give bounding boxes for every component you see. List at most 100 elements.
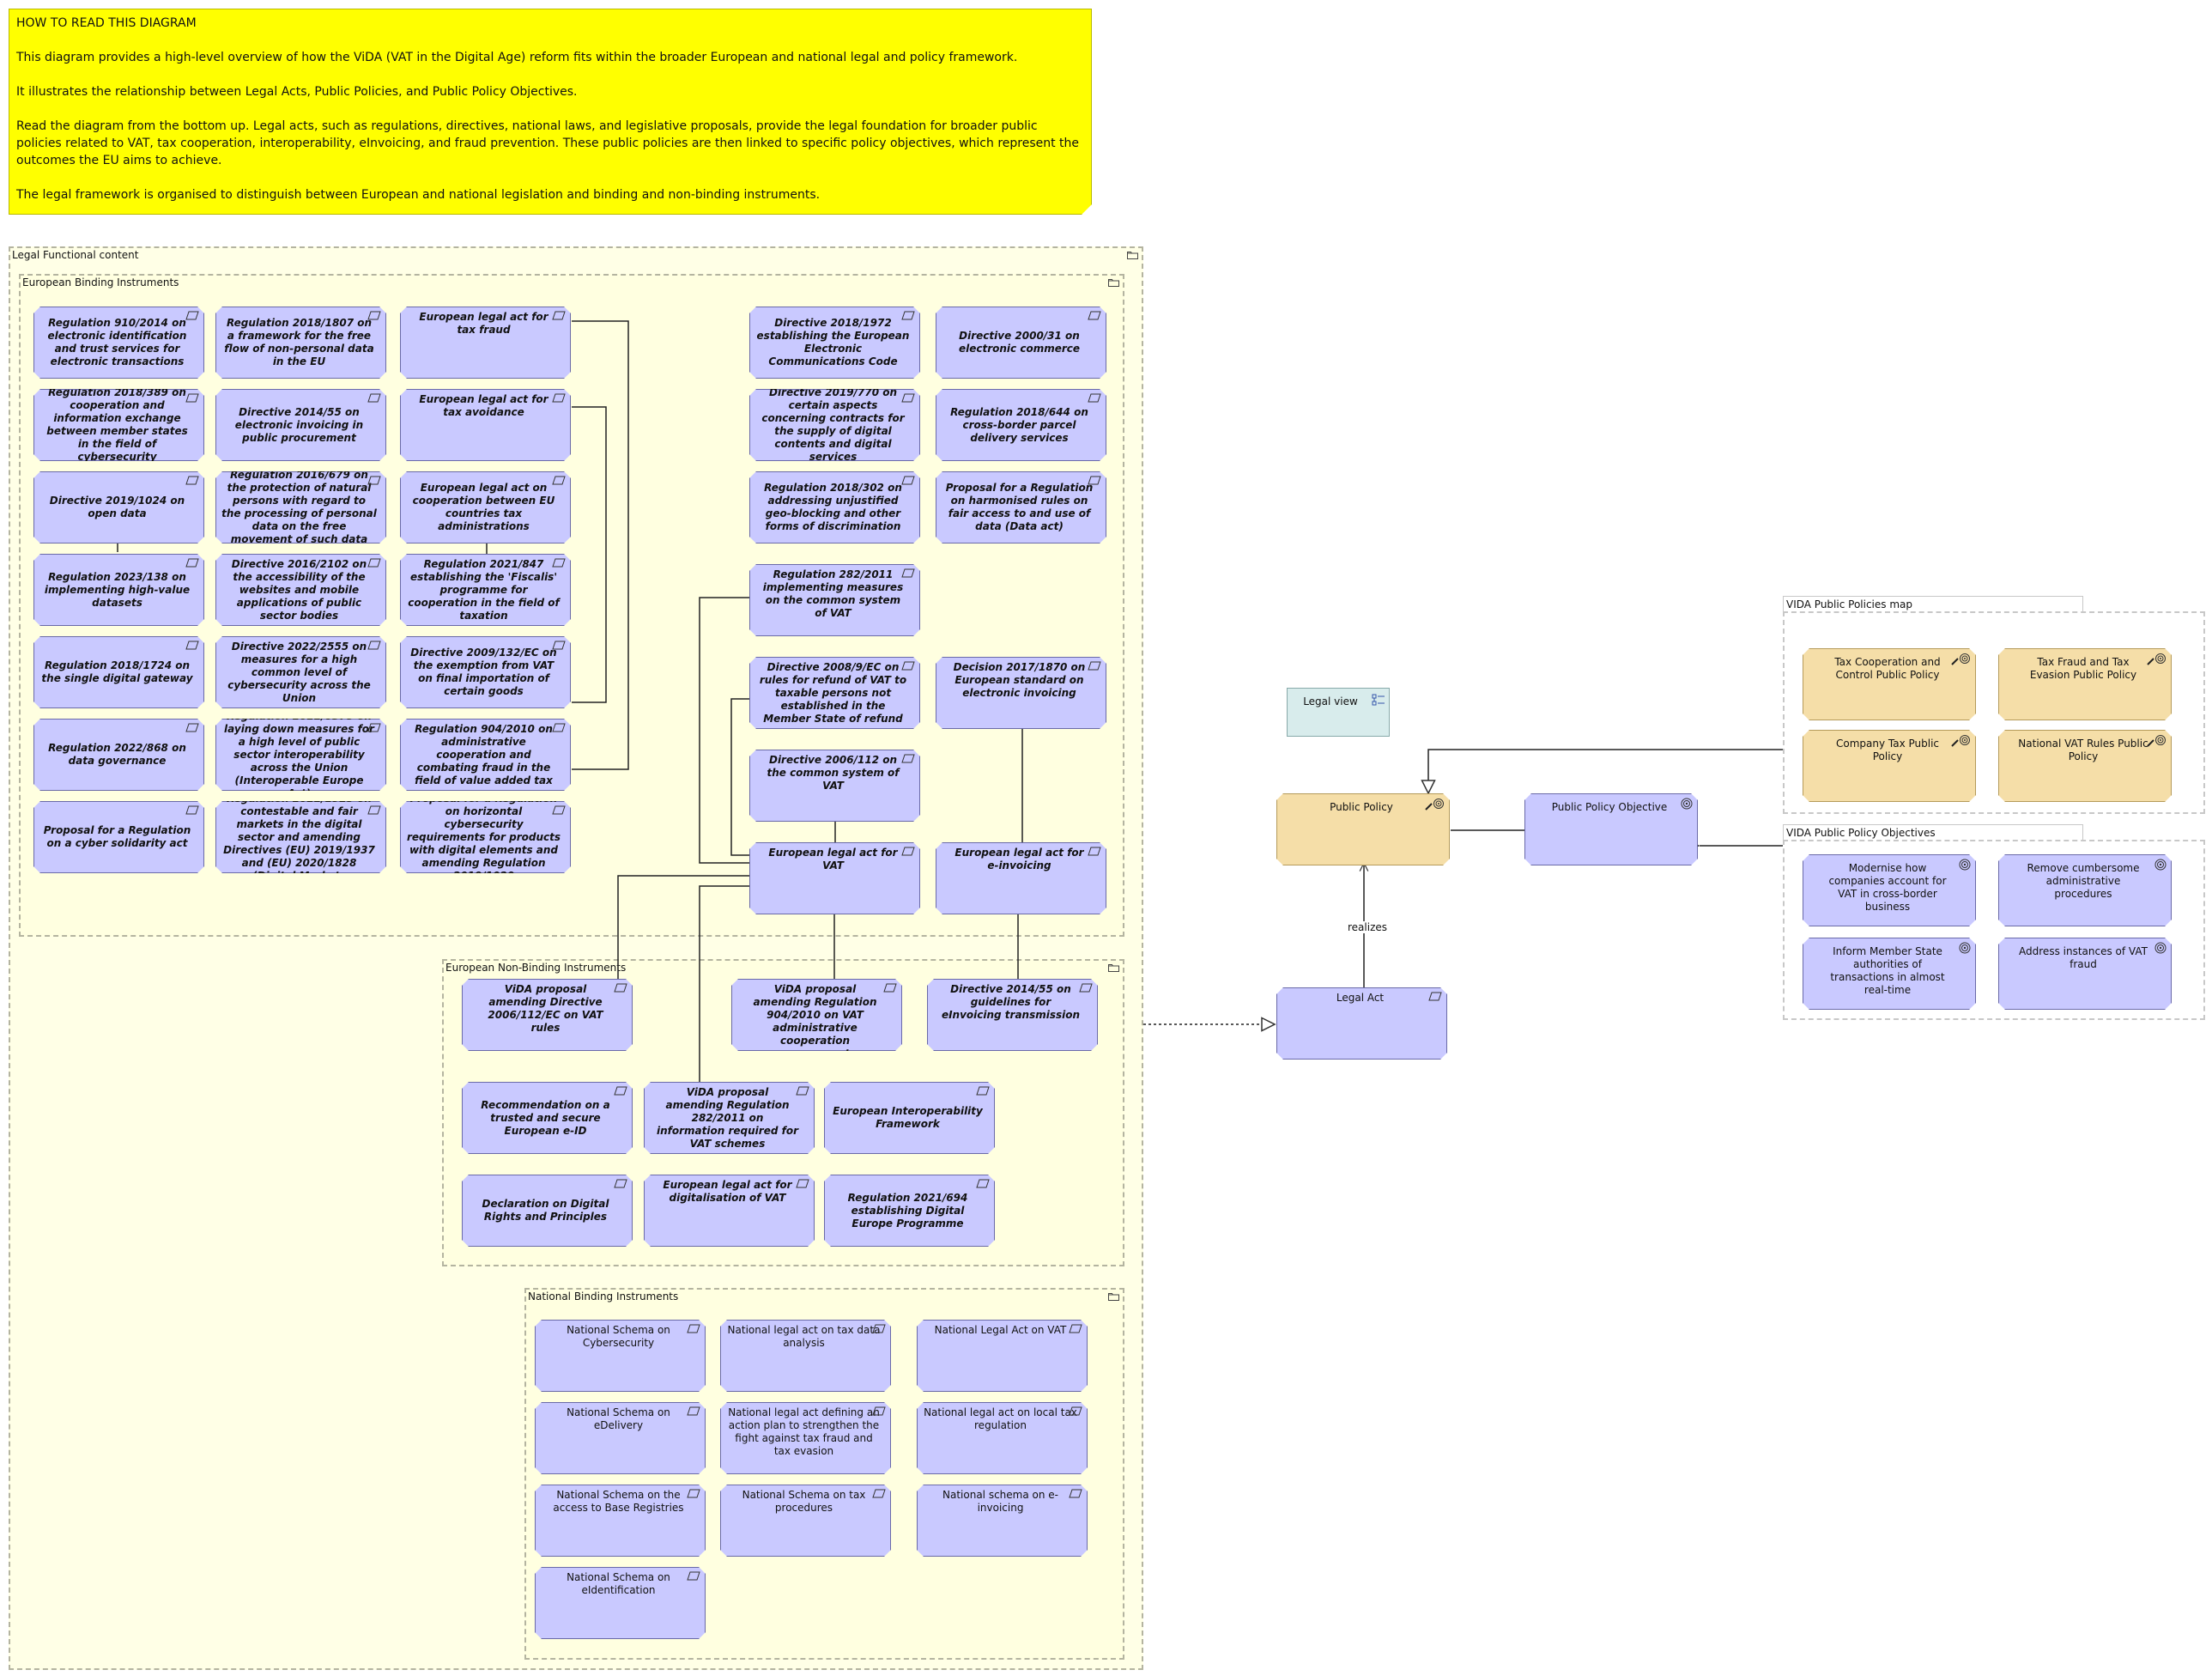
legal-act-node[interactable]: National legal act on tax data analysis [720, 1320, 891, 1392]
legal-act-icon [367, 476, 381, 489]
note-paragraph: Read the diagram from the bottom up. Leg… [16, 119, 1080, 167]
note-title: HOW TO READ THIS DIAGRAM [16, 16, 197, 30]
legal-act-node[interactable]: Declaration on Digital Rights and Princi… [462, 1175, 633, 1247]
policy-node[interactable]: Company Tax Public Policy [1803, 730, 1976, 802]
legal-act-node[interactable]: Directive 2014/55 on guidelines for eInv… [927, 979, 1098, 1051]
legal-act-node[interactable]: Regulation 2016/679 on the protection of… [215, 471, 386, 543]
legal-act-node[interactable]: European legal act for tax avoidance [400, 389, 571, 461]
how-to-read-note: HOW TO READ THIS DIAGRAM This diagram pr… [9, 9, 1092, 215]
node-label: ViDA proposal amending Regulation 904/20… [753, 983, 877, 1047]
legal-act-node[interactable]: Directive 2000/31 on electronic commerce [936, 307, 1106, 379]
policy-icon [1950, 653, 1971, 670]
legal-act-node[interactable]: European legal act for tax fraud [400, 307, 571, 379]
node-label: Declaration on Digital Rights and Princi… [482, 1198, 609, 1223]
node-label: Regulation 2022/868 on data governance [48, 742, 186, 767]
objective-node[interactable]: Modernise how companies account for VAT … [1803, 854, 1976, 926]
legal-act-node[interactable]: European legal act for e-invoicing [936, 842, 1106, 914]
legal-act-icon [367, 805, 381, 818]
node-label: Regulation 282/2011 implementing measure… [762, 568, 904, 619]
legal-act-node[interactable]: Regulation 2021/847 establishing the 'Fi… [400, 554, 571, 626]
legal-act-node[interactable]: Directive 2016/2102 on the accessibility… [215, 554, 386, 626]
legal-act-icon [1428, 992, 1442, 1005]
legal-act-node[interactable]: European legal act for VAT [749, 842, 920, 914]
legal-act-node[interactable]: National legal act on local tax regulati… [917, 1402, 1088, 1474]
legal-act-node[interactable]: Regulation 2022/0379 on laying down meas… [215, 719, 386, 791]
legal-view-link[interactable]: Legal view [1287, 688, 1390, 737]
legal-act-node[interactable]: Regulation 2022/1925 on contestable and … [215, 801, 386, 873]
folder-icon [1108, 964, 1119, 972]
legal-act-node[interactable]: Decision 2017/1870 on European standard … [936, 657, 1106, 729]
legal-act-icon [552, 805, 566, 818]
legal-act-node[interactable]: Legal Act [1276, 987, 1447, 1060]
legal-act-node[interactable]: Regulation 904/2010 on administrative co… [400, 719, 571, 791]
legal-act-node[interactable]: Recommendation on a trusted and secure E… [462, 1082, 633, 1154]
legal-act-node[interactable]: Directive 2006/112 on the common system … [749, 750, 920, 822]
note-paragraph: This diagram provides a high-level overv… [16, 51, 1018, 64]
legal-act-icon [367, 393, 381, 406]
note-paragraph: It illustrates the relationship between … [16, 85, 578, 99]
legal-act-node[interactable]: Regulation 2018/1807 on a framework for … [215, 307, 386, 379]
node-label: National VAT Rules Public Policy [2018, 738, 2148, 762]
legal-act-icon [1088, 847, 1101, 859]
node-label: Regulation 2018/1807 on a framework for … [224, 317, 374, 367]
objective-node[interactable]: Public Policy Objective [1524, 793, 1698, 865]
legal-act-node[interactable]: European legal act on cooperation betwee… [400, 471, 571, 543]
legal-act-node[interactable]: National Schema on the access to Base Re… [535, 1485, 706, 1557]
legal-act-node[interactable]: ViDA proposal amending Regulation 282/20… [644, 1082, 815, 1154]
node-label: Directive 2008/9/EC on rules for refund … [759, 660, 907, 725]
legal-act-node[interactable]: Regulation 2022/868 on data governance [33, 719, 204, 791]
objective-node[interactable]: Remove cumbersome administrative procedu… [1998, 854, 2172, 926]
legal-act-node[interactable]: ViDA proposal amending Directive 2006/11… [462, 979, 633, 1051]
legal-act-node[interactable]: National Legal Act on VAT [917, 1320, 1088, 1392]
legal-act-node[interactable]: National Schema on Cybersecurity [535, 1320, 706, 1392]
legal-act-icon [1069, 1324, 1082, 1337]
legal-act-node[interactable]: Directive 2019/770 on certain aspects co… [749, 389, 920, 461]
legal-act-node[interactable]: National schema on e-invoicing [917, 1485, 1088, 1557]
node-label: National Legal Act on VAT [934, 1324, 1067, 1336]
legal-act-node[interactable]: National Schema on eIdentification [535, 1567, 706, 1639]
legal-act-node[interactable]: Directive 2018/1972 establishing the Eur… [749, 307, 920, 379]
legal-act-icon [687, 1324, 700, 1337]
policy-node[interactable]: National VAT Rules Public Policy [1998, 730, 2172, 802]
objective-node[interactable]: Address instances of VAT fraud [1998, 938, 2172, 1010]
legal-act-node[interactable]: Regulation 2018/1724 on the single digit… [33, 636, 204, 708]
legal-act-node[interactable]: European Interoperability Framework [824, 1082, 995, 1154]
legal-act-node[interactable]: Regulation 2018/302 on addressing unjust… [749, 471, 920, 543]
node-label: Proposal for a Regulation on a cyber sol… [43, 824, 191, 849]
legal-act-icon [1069, 1489, 1082, 1502]
legal-act-node[interactable]: Directive 2008/9/EC on rules for refund … [749, 657, 920, 729]
policy-node[interactable]: Public Policy [1276, 793, 1450, 865]
legal-act-node[interactable]: Regulation 282/2011 implementing measure… [749, 564, 920, 636]
node-label: Regulation 2021/694 establishing Digital… [847, 1191, 968, 1230]
legal-act-icon [901, 311, 915, 324]
legal-act-node[interactable]: Regulation 910/2014 on electronic identi… [33, 307, 204, 379]
legal-act-node[interactable]: European legal act for digitalisation of… [644, 1175, 815, 1247]
legal-act-icon [796, 1086, 809, 1099]
node-label: Tax Fraud and Tax Evasion Public Policy [2029, 656, 2137, 681]
legal-act-icon [367, 311, 381, 324]
legal-act-icon [552, 641, 566, 653]
legal-act-node[interactable]: Proposal for a Regulation on horizontal … [400, 801, 571, 873]
legal-act-node[interactable]: ViDA proposal amending Regulation 904/20… [731, 979, 902, 1051]
node-label: Public Policy Objective [1551, 801, 1668, 813]
objective-node[interactable]: Inform Member State authorities of trans… [1803, 938, 1976, 1010]
legal-act-node[interactable]: Proposal for a Regulation on a cyber sol… [33, 801, 204, 873]
group-label: European Non-Binding Instruments [445, 962, 627, 974]
legal-act-node[interactable]: Regulation 2023/138 on implementing high… [33, 554, 204, 626]
legal-act-node[interactable]: National legal act defining an action pl… [720, 1402, 891, 1474]
legal-act-node[interactable]: National Schema on tax procedures [720, 1485, 891, 1557]
legal-act-node[interactable]: Regulation 2021/694 establishing Digital… [824, 1175, 995, 1247]
legal-act-node[interactable]: Proposal for a Regulation on harmonised … [936, 471, 1106, 543]
policy-node[interactable]: Tax Fraud and Tax Evasion Public Policy [1998, 648, 2172, 720]
legal-act-node[interactable]: Directive 2009/132/EC on the exemption f… [400, 636, 571, 708]
legal-act-icon [614, 983, 627, 996]
legal-act-node[interactable]: Directive 2019/1024 on open data [33, 471, 204, 543]
legal-act-node[interactable]: National Schema on eDelivery [535, 1402, 706, 1474]
legal-act-node[interactable]: Regulation 2018/389 on cooperation and i… [33, 389, 204, 461]
legal-act-node[interactable]: Regulation 2018/644 on cross-border parc… [936, 389, 1106, 461]
legal-act-node[interactable]: Directive 2014/55 on electronic invoicin… [215, 389, 386, 461]
node-label: National legal act defining an action pl… [728, 1406, 880, 1457]
policy-node[interactable]: Tax Cooperation and Control Public Polic… [1803, 648, 1976, 720]
node-label: Regulation 2018/1724 on the single digit… [41, 659, 193, 684]
legal-act-node[interactable]: Directive 2022/2555 on measures for a hi… [215, 636, 386, 708]
